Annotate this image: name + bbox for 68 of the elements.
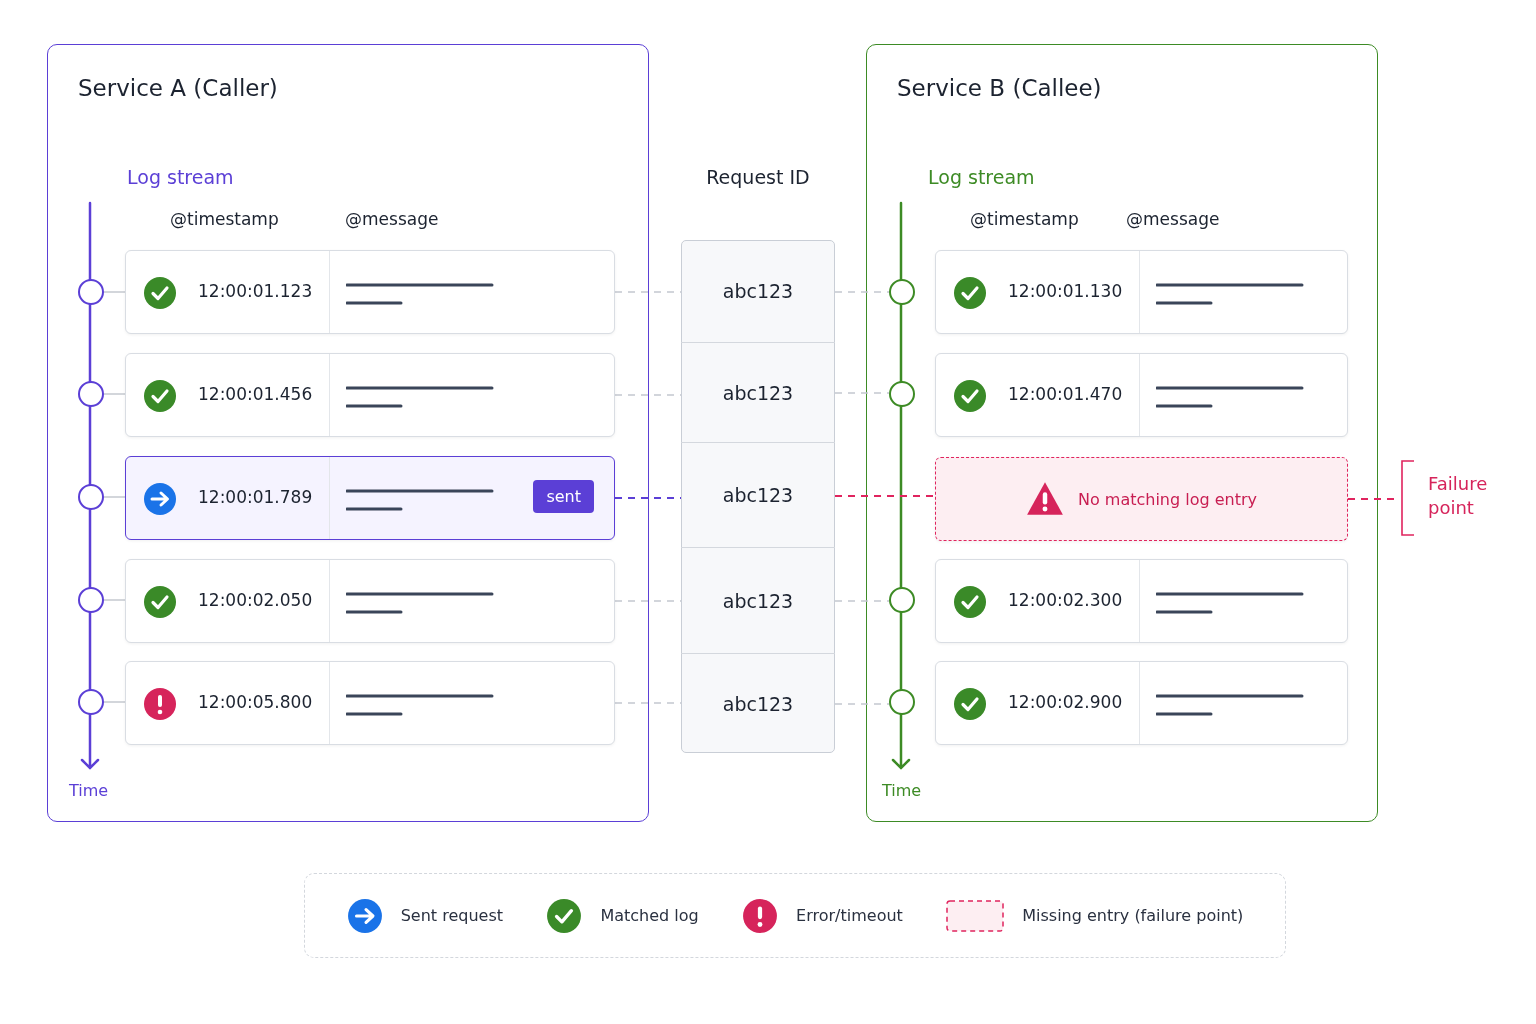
timestamp: 12:00:01.456 [198, 384, 313, 404]
log-entry-row [125, 559, 615, 643]
panel-title: Service B (Callee) [897, 75, 1102, 101]
connector-line [614, 291, 682, 293]
timeline-node [78, 587, 104, 613]
text-label: Log stream [127, 166, 234, 188]
text-label: Log stream [928, 166, 1035, 188]
connector-line [103, 496, 126, 498]
service-panel [866, 44, 1378, 822]
connector-line [614, 702, 682, 704]
connector-line [103, 599, 126, 601]
log-entry-row [935, 250, 1348, 334]
failure-note: Failure point [1428, 472, 1489, 521]
timeline-node [889, 689, 915, 715]
panel-title: Service A (Caller) [78, 75, 278, 101]
connector-line [103, 701, 126, 703]
timestamp: 12:00:02.300 [1008, 590, 1123, 610]
connector-line [834, 703, 890, 705]
timeline-node [78, 689, 104, 715]
column-header: @message [345, 209, 439, 229]
request-id-cell: abc123 [681, 343, 835, 443]
connector-line [834, 291, 890, 293]
connector-line [614, 600, 682, 602]
request-id-cell: abc123 [681, 654, 835, 753]
timestamp: 12:00:05.800 [198, 692, 313, 712]
timestamp: 12:00:02.900 [1008, 692, 1123, 712]
column-header: @message [1126, 209, 1220, 229]
column-header: @timestamp [170, 209, 279, 229]
connector-line [103, 291, 126, 293]
request-id-cell: abc123 [681, 443, 835, 548]
connector-line [103, 393, 126, 395]
row-message: No matching log entry [1077, 489, 1258, 509]
log-entry-row [935, 353, 1348, 437]
connector-line [834, 495, 936, 497]
log-entry-row [125, 353, 615, 437]
legend-label: Sent request [400, 906, 503, 925]
log-entry-row [935, 661, 1348, 745]
timeline-node [889, 279, 915, 305]
status-badge: sent [533, 480, 594, 513]
log-entry-row [125, 661, 615, 745]
timestamp: 12:00:01.789 [198, 487, 313, 507]
legend-label: Matched log [600, 906, 699, 925]
request-id-cell: abc123 [681, 548, 835, 654]
service-panel [47, 44, 649, 822]
text-label: Time [69, 781, 109, 800]
text-label: Time [882, 781, 922, 800]
timestamp: 12:00:01.130 [1008, 281, 1123, 301]
column-heading: Request ID [705, 166, 811, 188]
log-entry-row [125, 456, 615, 540]
column-header: @timestamp [970, 209, 1079, 229]
timeline-node [889, 587, 915, 613]
timestamp: 12:00:01.470 [1008, 384, 1123, 404]
timeline-node [889, 381, 915, 407]
connector-line [834, 392, 890, 394]
timestamp: 12:00:01.123 [198, 281, 313, 301]
connector-line [834, 600, 890, 602]
request-id-cell: abc123 [681, 240, 835, 343]
legend-label: Missing entry (failure point) [1022, 906, 1244, 925]
timeline-node [78, 484, 104, 510]
timeline-node [78, 381, 104, 407]
log-entry-row [125, 250, 615, 334]
legend-label: Error/timeout [796, 906, 903, 925]
log-entry-row [935, 559, 1348, 643]
timestamp: 12:00:02.050 [198, 590, 313, 610]
timeline-node [78, 279, 104, 305]
connector-line [614, 394, 682, 396]
log-entry-row [935, 457, 1348, 541]
connector-line [614, 497, 682, 499]
